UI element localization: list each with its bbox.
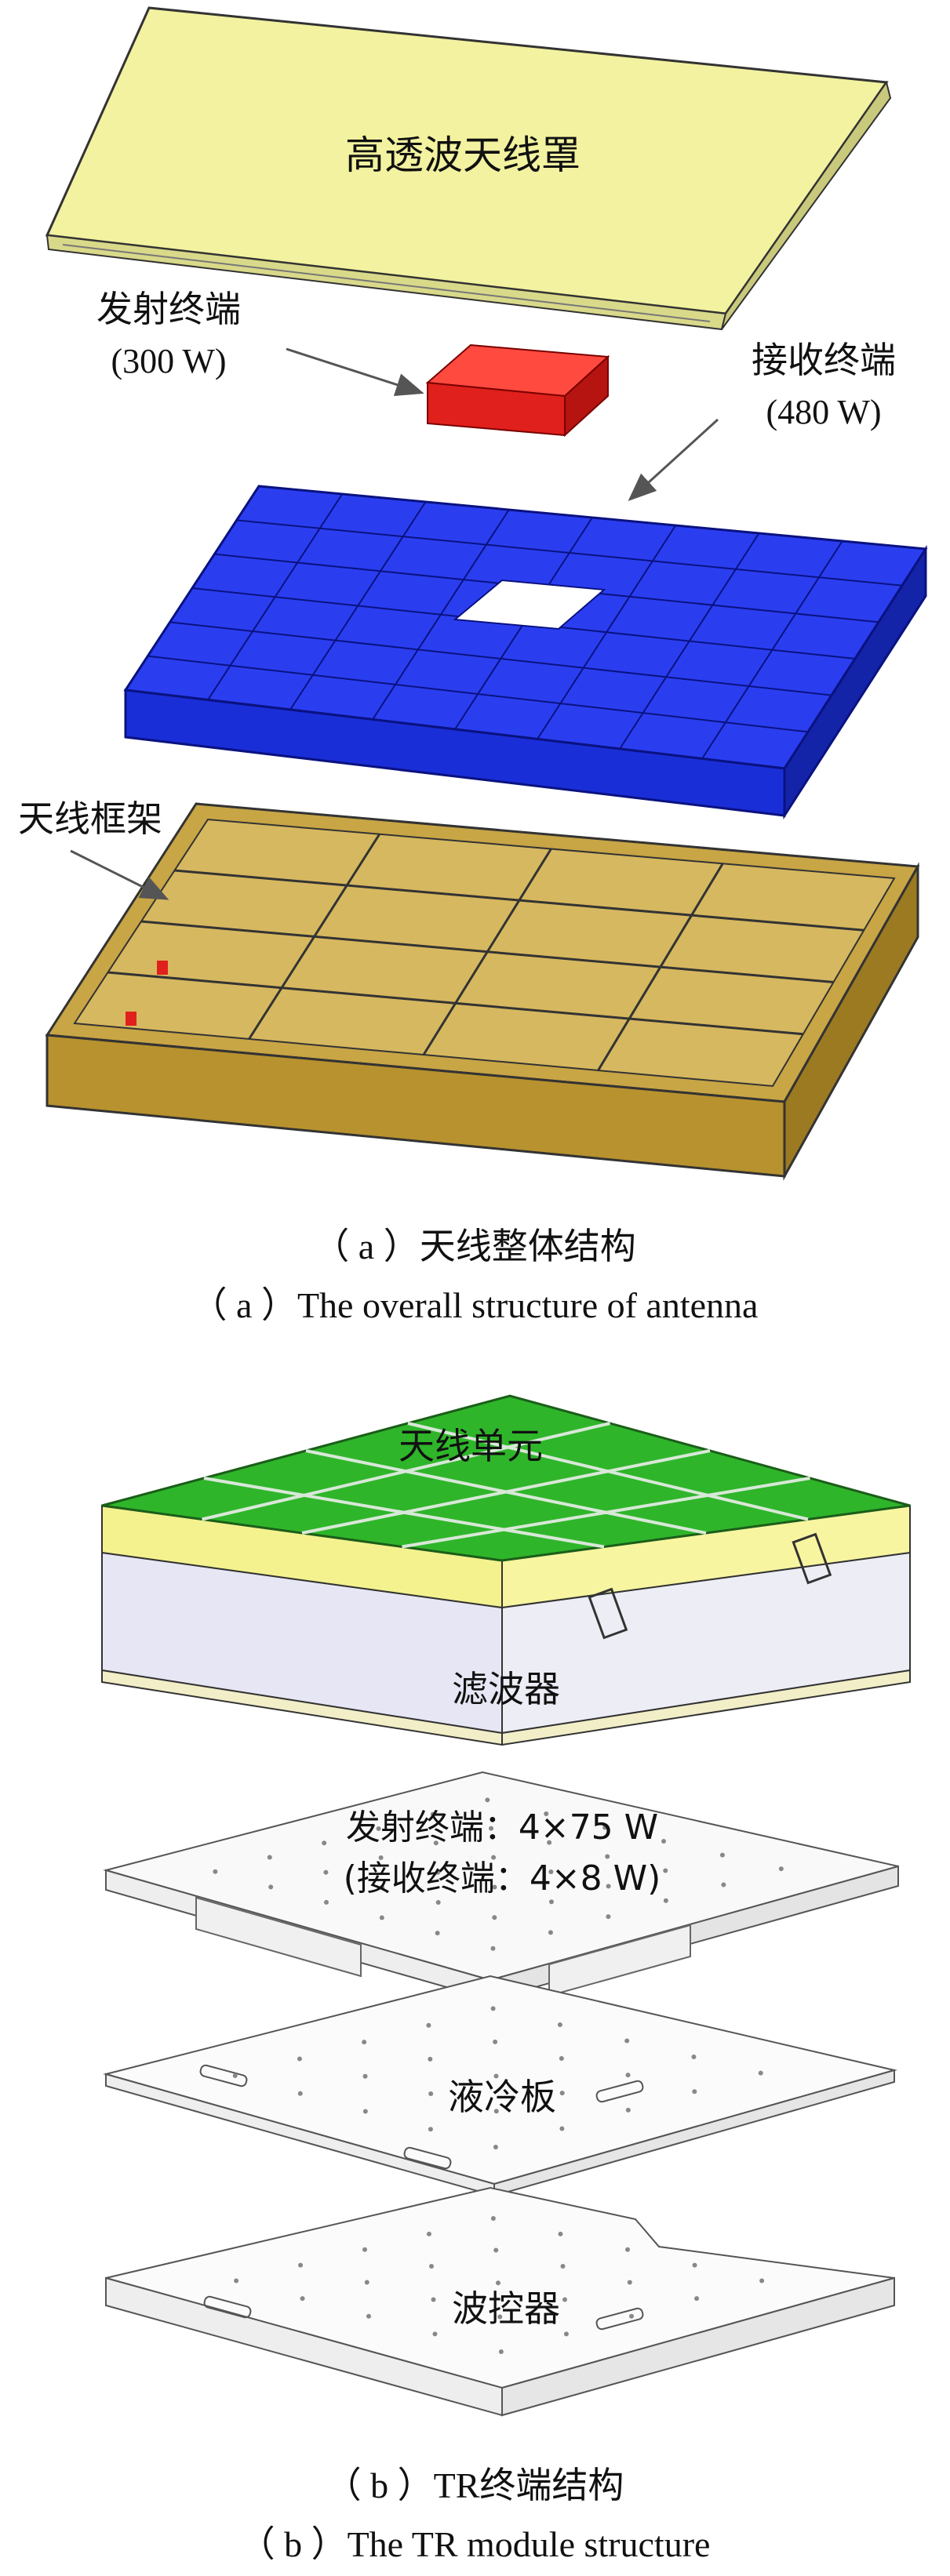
frame-label: 天线框架 (18, 798, 162, 840)
filter-label: 滤波器 (452, 1668, 560, 1710)
caption-a-en: （ a ）The overall structure of antenna (191, 1285, 759, 1325)
liquid-cold-plate (103, 1975, 897, 2197)
frame-arrow (70, 849, 169, 900)
transmit-spec: 发射终端：4×75 W (346, 1808, 658, 1848)
cold-plate-label: 液冷板 (448, 2076, 556, 2118)
receive-power: (480 W) (766, 393, 881, 431)
antenna-frame (45, 802, 920, 1181)
beam-controller (105, 2186, 895, 2417)
receive-arrow (628, 418, 719, 502)
transmit-power: (300 W) (111, 342, 226, 380)
antenna-unit-label: 天线单元 (399, 1425, 543, 1467)
radome-panel (45, 6, 892, 331)
receive-label: 接收终端 (752, 339, 896, 381)
transmit-arrow (286, 347, 424, 397)
caption-b-cn: （ b ）TR终端结构 (326, 2465, 624, 2505)
caption-b-en: （ b ）The TR module structure (239, 2524, 711, 2564)
transmit-module (425, 343, 610, 438)
transmit-label: 发射终端 (96, 288, 241, 330)
receive-spec: (接收终端：4×8 W) (344, 1858, 661, 1898)
antenna-unit-stack (101, 1394, 911, 1746)
radome-label: 高透波天线罩 (345, 133, 581, 178)
beam-controller-label: 波控器 (452, 2287, 560, 2330)
caption-a-cn: （ a ）天线整体结构 (313, 1226, 635, 1266)
receive-module-array (123, 485, 928, 820)
tr-terminal-board (103, 1771, 899, 2001)
